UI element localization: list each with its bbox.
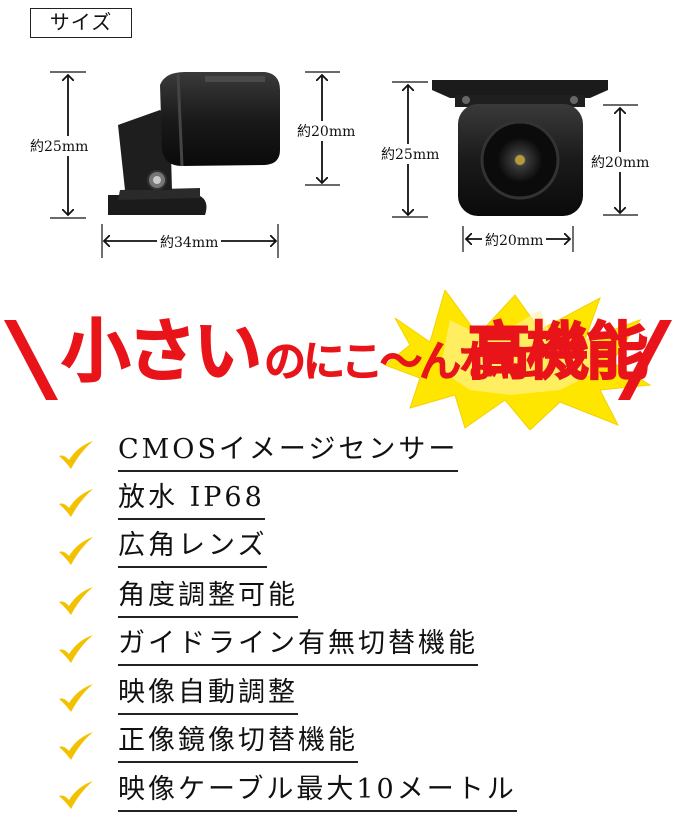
headline-part1: 小さい bbox=[61, 312, 263, 393]
headline-part2: のにこ～んなに bbox=[263, 337, 539, 387]
feature-label: 広角レンズ bbox=[118, 528, 268, 568]
checkmark-icon bbox=[59, 441, 93, 469]
checkmark-icon bbox=[59, 537, 93, 565]
checkmark-icon bbox=[59, 781, 93, 809]
feature-label: ガイドライン有無切替機能 bbox=[118, 626, 478, 666]
feature-label: 正像鏡像切替機能 bbox=[118, 723, 358, 763]
feature-label: 角度調整可能 bbox=[118, 578, 298, 618]
camera-diagram bbox=[50, 71, 638, 258]
front-body-height-label: 約20mm bbox=[591, 152, 650, 172]
side-width-label: 約34mm bbox=[157, 232, 222, 252]
front-height-label: 約25mm bbox=[381, 144, 440, 164]
front-width-label: 約20mm bbox=[482, 230, 547, 250]
checkmark-icon bbox=[59, 684, 93, 712]
checkmark-icon bbox=[59, 587, 93, 615]
feature-label: 映像ケーブル最大10メートル bbox=[118, 772, 517, 812]
feature-label: 映像自動調整 bbox=[118, 675, 298, 715]
side-camera-image bbox=[108, 72, 280, 215]
side-height-label: 約25mm bbox=[30, 136, 89, 156]
size-label: サイズ bbox=[30, 8, 132, 38]
feature-label: CMOSイメージセンサー bbox=[118, 432, 459, 472]
checkmark-icon bbox=[59, 489, 93, 517]
headline-banner: 小さい のにこ～んなに 高機能 bbox=[0, 290, 680, 430]
side-body-height-label: 約20mm bbox=[297, 121, 356, 141]
headline-part3: 高機能 bbox=[467, 314, 649, 389]
burst-graphic bbox=[4, 290, 672, 430]
feature-label: 放水 IP68 bbox=[118, 480, 265, 520]
checkmark-icon bbox=[59, 732, 93, 760]
checkmark-icon bbox=[59, 635, 93, 663]
front-camera-image bbox=[432, 80, 608, 216]
